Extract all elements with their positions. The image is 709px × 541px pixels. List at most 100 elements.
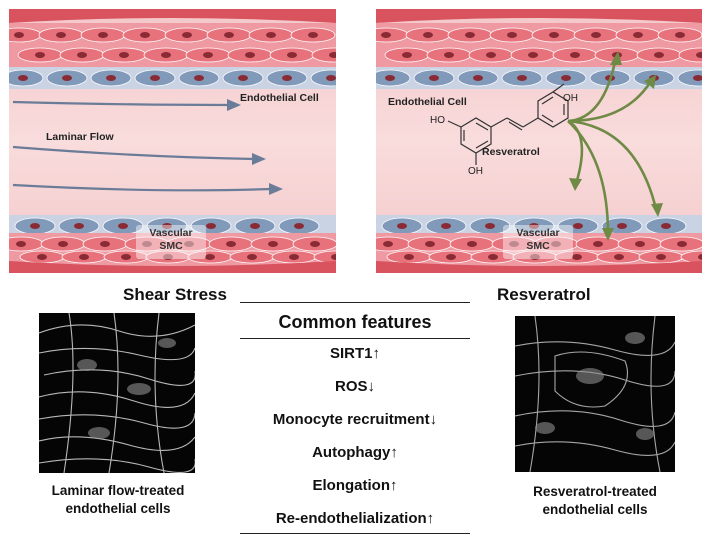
feature-item-ros: ROS↓: [334, 378, 375, 395]
right-micrograph-caption: Resveratrol-treated endothelial cells: [505, 483, 685, 519]
cell-nucleus: [56, 32, 66, 38]
laminar-flow-micrograph: [39, 313, 195, 473]
shear-stress-title: Shear Stress: [123, 285, 227, 304]
cell-nucleus: [488, 254, 498, 260]
cell-nucleus: [161, 52, 171, 58]
cell-nucleus: [677, 241, 687, 247]
cell-nucleus: [465, 32, 475, 38]
cell-nucleus: [473, 75, 483, 81]
cell-nucleus: [654, 52, 664, 58]
table-bottom-rule: [240, 533, 470, 534]
cell-nucleus: [467, 241, 477, 247]
vascular-smc-label-right: Vascular SMC: [513, 227, 563, 253]
cell-nucleus: [184, 241, 194, 247]
cell-nucleus: [423, 32, 433, 38]
cell-nucleus: [16, 241, 26, 247]
cell-nucleus: [121, 254, 131, 260]
cell-nucleus: [79, 254, 89, 260]
cell-nucleus: [656, 254, 666, 260]
cell-nucleus: [698, 254, 702, 260]
laminar-flow-arrows: [12, 100, 272, 192]
smc-label-line1: Vascular: [149, 227, 193, 239]
cell-nucleus: [163, 254, 173, 260]
micrograph-texture: [39, 313, 195, 473]
cell-nucleus: [549, 32, 559, 38]
cell-nucleus: [572, 254, 582, 260]
feature-item-sirt1: SIRT1↑: [329, 345, 380, 362]
cell-nucleus: [509, 241, 519, 247]
endothelial-cell: [310, 69, 336, 87]
cell-nucleus: [444, 52, 454, 58]
cell-nucleus: [308, 32, 318, 38]
cell-nucleus: [441, 223, 451, 229]
caption-line1: Resveratrol-treated: [533, 484, 657, 499]
cell-nucleus: [385, 75, 395, 81]
cell-nucleus: [238, 75, 248, 81]
cell-nucleus: [14, 32, 24, 38]
left-micrograph-caption: Laminar flow-treated endothelial cells: [28, 482, 208, 518]
smooth-muscle-cell: [680, 250, 702, 264]
caption-line1: Laminar flow-treated: [51, 483, 185, 498]
endothelial-cell-label-right: Endothelial Cell: [388, 96, 467, 108]
cell-nucleus: [696, 52, 702, 58]
endothelial-cell-label-left: Endothelial Cell: [240, 92, 319, 104]
cell-nucleus: [205, 254, 215, 260]
cell-nucleus: [162, 223, 172, 229]
shear-stress-vessel-diagram: [9, 9, 336, 273]
resveratrol-compound-label: Resveratrol: [482, 146, 540, 158]
cell-nucleus: [266, 32, 276, 38]
cell-nucleus: [633, 32, 643, 38]
cell-nucleus: [226, 241, 236, 247]
feature-item-reendothelialization: Re-endothelialization↑: [275, 510, 435, 527]
cell-nucleus: [310, 241, 320, 247]
cell-nucleus: [591, 32, 601, 38]
smc-label-line1: Vascular: [516, 227, 560, 239]
cell-nucleus: [331, 254, 336, 260]
cell-nucleus: [528, 52, 538, 58]
cell-nucleus: [446, 254, 456, 260]
cell-nucleus: [119, 52, 129, 58]
cell-nucleus: [62, 75, 72, 81]
cell-nucleus: [573, 223, 583, 229]
cell-nucleus: [268, 241, 278, 247]
cell-nucleus: [142, 241, 152, 247]
resveratrol-title: Resveratrol: [497, 285, 591, 304]
vascular-smc-label-left: Vascular SMC: [146, 227, 196, 253]
cell-nucleus: [551, 241, 561, 247]
cell-nucleus: [140, 32, 150, 38]
table-header-rule: [240, 338, 470, 339]
cell-nucleus: [118, 223, 128, 229]
resveratrol-micrograph: [515, 316, 675, 472]
smooth-muscle-cell: [311, 47, 336, 63]
cell-nucleus: [517, 75, 527, 81]
cell-nucleus: [100, 241, 110, 247]
cell-nucleus: [30, 223, 40, 229]
cell-nucleus: [425, 241, 435, 247]
cell-nucleus: [693, 75, 702, 81]
cell-nucleus: [18, 75, 28, 81]
cell-nucleus: [194, 75, 204, 81]
hydroxyl-label-bottom: OH: [468, 166, 483, 177]
smooth-muscle-cell: [313, 250, 336, 264]
resveratrol-effect-arrows: [567, 56, 658, 235]
cell-nucleus: [635, 241, 645, 247]
cell-nucleus: [507, 32, 517, 38]
cell-nucleus: [250, 223, 260, 229]
table-top-rule: [240, 302, 470, 303]
smc-label-line2: SMC: [526, 240, 550, 252]
cell-nucleus: [74, 223, 84, 229]
cell-nucleus: [35, 52, 45, 58]
cell-nucleus: [397, 223, 407, 229]
hydroxyl-label-left: HO: [430, 115, 445, 126]
cell-nucleus: [404, 254, 414, 260]
cell-nucleus: [247, 254, 257, 260]
cell-nucleus: [106, 75, 116, 81]
cell-nucleus: [530, 254, 540, 260]
cell-nucleus: [561, 75, 571, 81]
common-features-heading: Common features: [278, 312, 432, 332]
feature-item-autophagy: Autophagy↑: [312, 444, 398, 461]
caption-line2: endothelial cells: [65, 501, 171, 516]
cell-nucleus: [294, 223, 304, 229]
cell-nucleus: [77, 52, 87, 58]
cell-nucleus: [429, 75, 439, 81]
